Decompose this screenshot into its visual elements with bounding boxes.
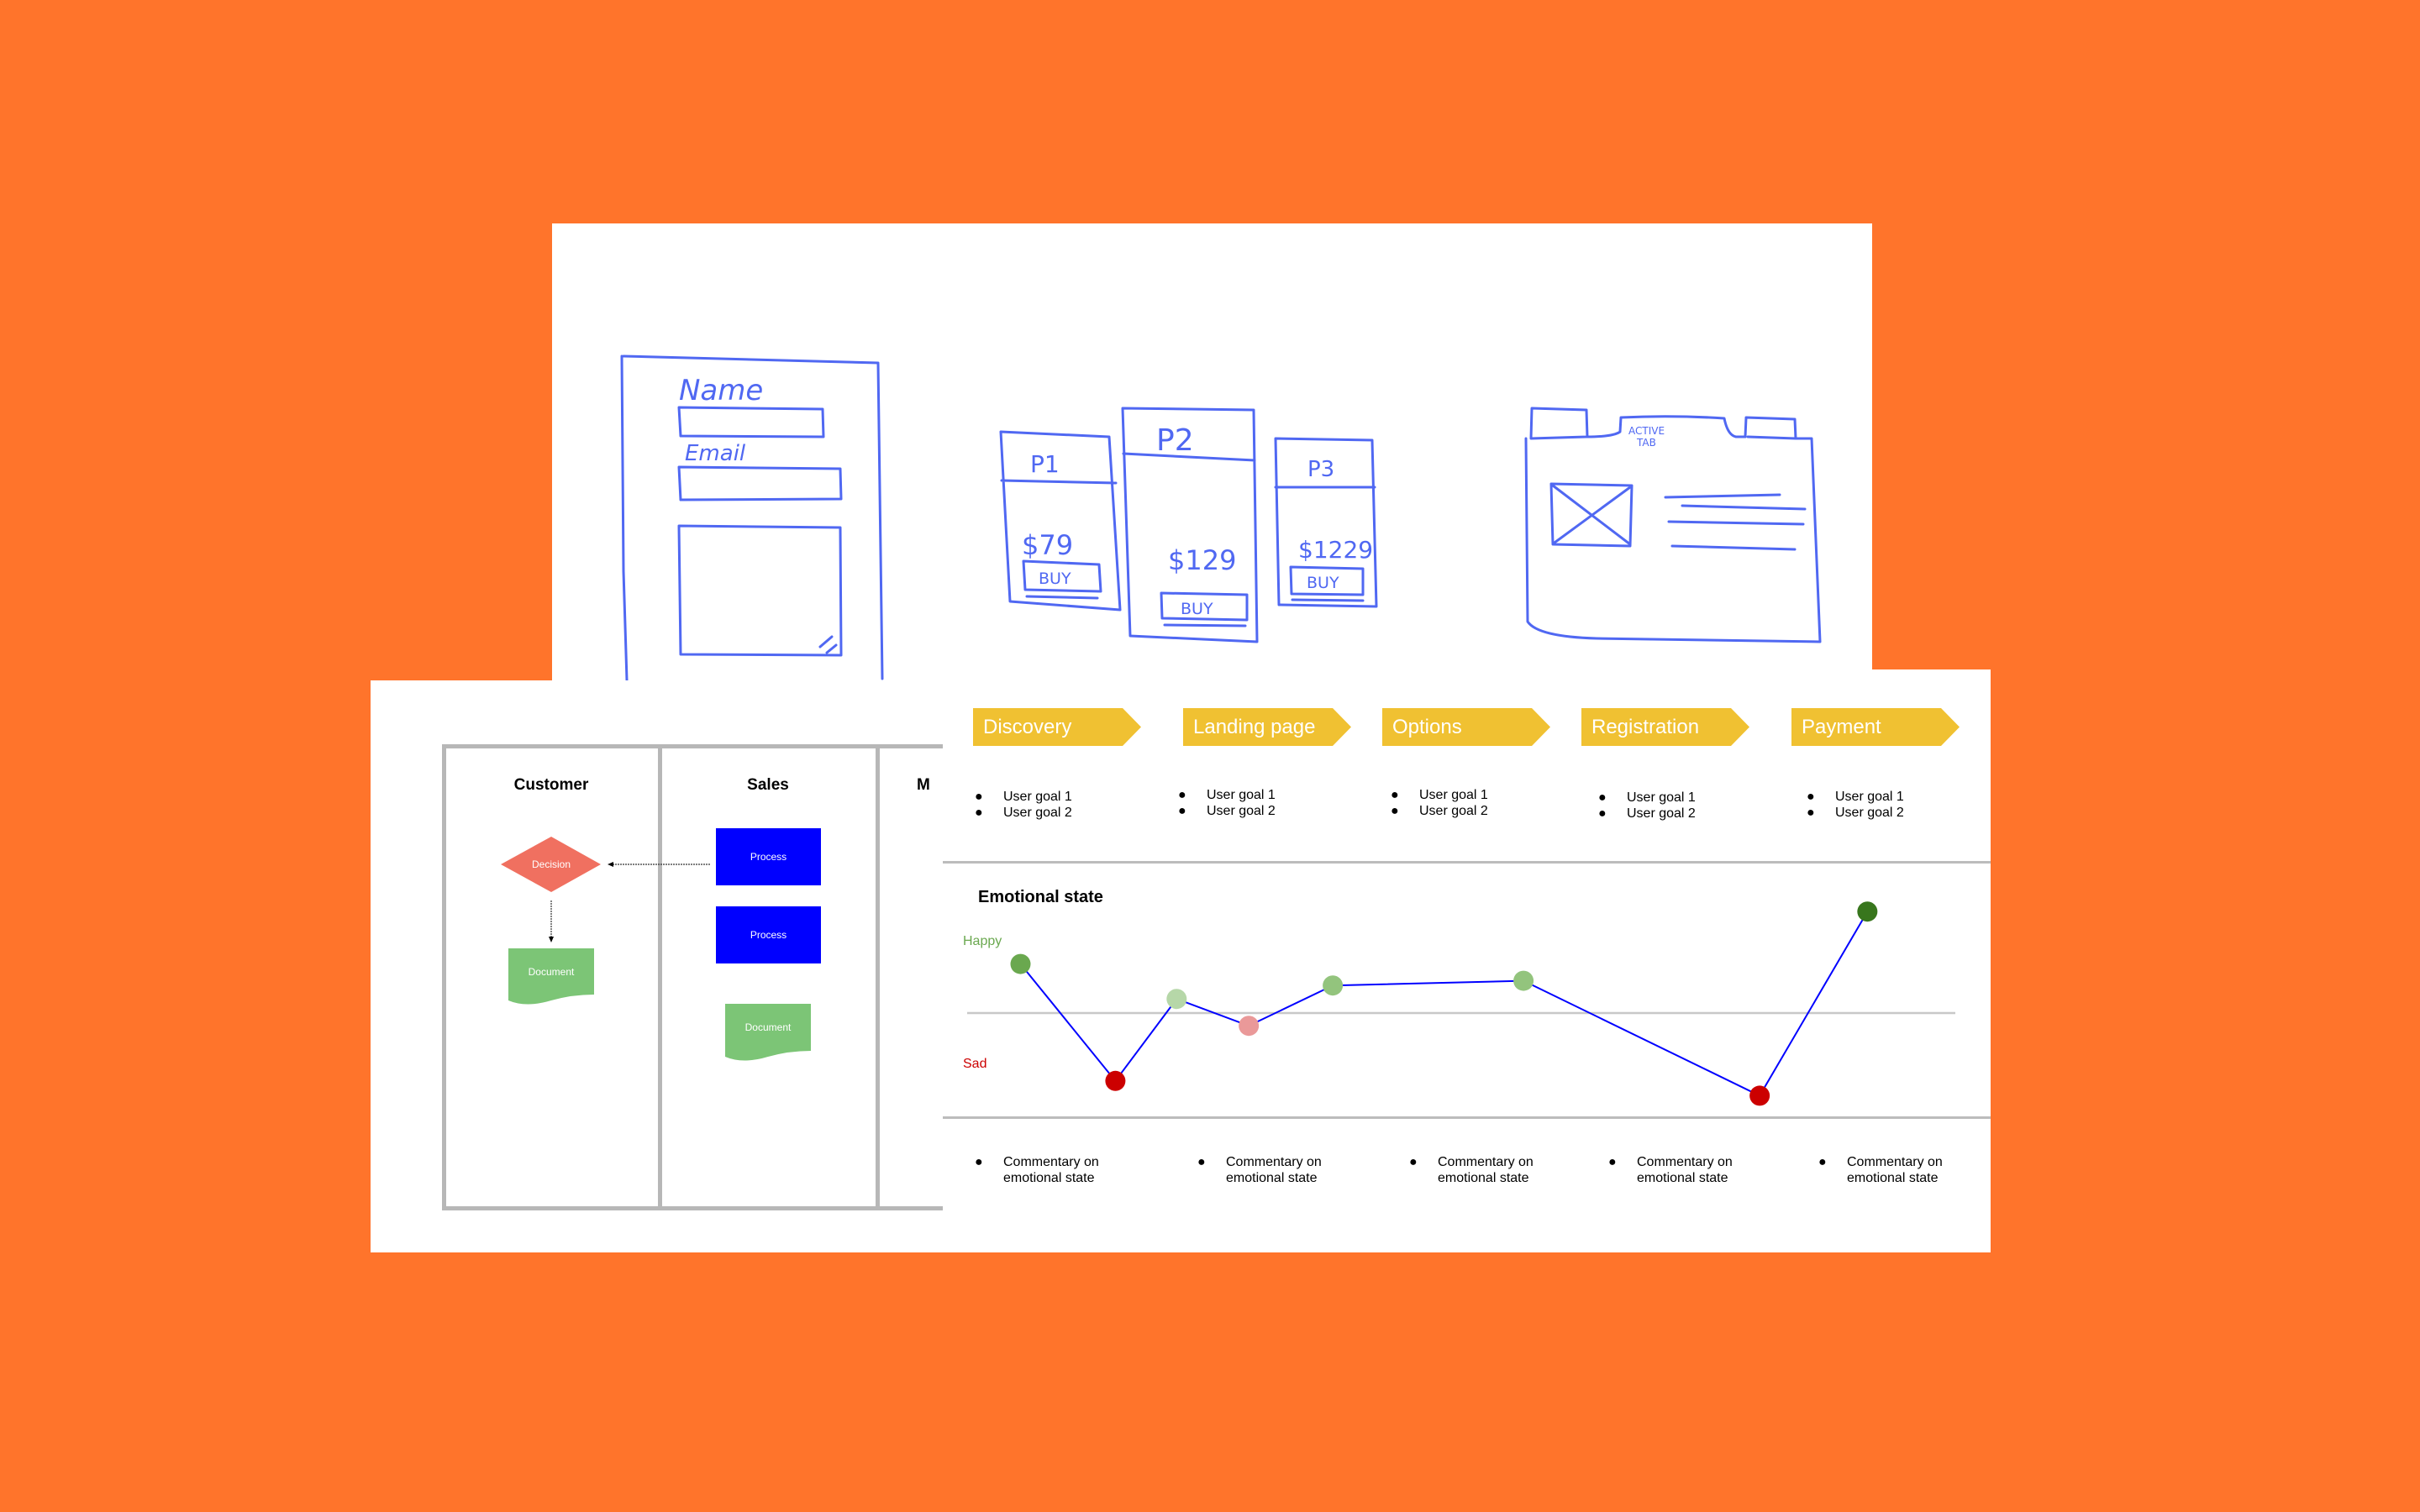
emotion-point (1166, 989, 1187, 1010)
emotion-point (1513, 970, 1534, 991)
lane-title-partial: M (917, 776, 930, 794)
goals-list: ●User goal 1●User goal 2 (1598, 790, 1696, 821)
sketch-active-tab-label: ACTIVE (1628, 425, 1665, 437)
section-divider (943, 861, 1991, 864)
arrowhead-icon (608, 862, 613, 867)
arrowhead-icon (549, 937, 554, 942)
form-sketch: Name Email (620, 354, 884, 682)
document-shape[interactable] (508, 948, 594, 1005)
goal-item: User goal 2 (1003, 806, 1072, 820)
sketch-buy-p1: BUY (1039, 570, 1071, 588)
commentary-item: ●Commentary on emotional state (975, 1154, 1121, 1186)
emotion-chart (967, 901, 1955, 1106)
decision-label: Decision (531, 858, 571, 870)
document-label: Document (528, 966, 575, 978)
happy-label: Happy (963, 934, 1002, 948)
commentary-text: Commentary on emotional state (1003, 1155, 1099, 1185)
swimlane-diagram-card: Customer Sales M Decision Process Proces… (371, 680, 959, 1252)
stage-discovery[interactable]: Discovery (973, 708, 1141, 746)
goal-item: User goal 1 (1835, 790, 1904, 804)
process-box-2[interactable]: Process (716, 906, 821, 963)
goal-item: User goal 2 (1207, 804, 1276, 818)
sketch-price-p1: $79 (1022, 529, 1073, 561)
goals-list: ●User goal 1●User goal 2 (975, 790, 1072, 820)
emotion-point (1105, 1070, 1126, 1091)
wireframe-sketch-card: Name Email P1 P2 P3 $79 $129 (552, 223, 1872, 694)
goal-item: User goal 2 (1419, 804, 1488, 818)
swimlane-connectors (501, 837, 811, 1061)
emotion-point (1749, 1085, 1770, 1106)
section-divider (943, 1116, 1991, 1119)
goals-list: ●User goal 1●User goal 2 (1391, 788, 1488, 818)
goal-item: User goal 1 (1419, 788, 1488, 802)
emotion-point (1857, 901, 1878, 922)
sketch-name-label: Name (679, 374, 763, 407)
stage-landing-page[interactable]: Landing page (1183, 708, 1351, 746)
emotion-line (1019, 911, 1869, 1097)
lane-title-customer: Customer (513, 776, 589, 794)
commentary-item: ●Commentary on emotional state (1608, 1154, 1754, 1186)
commentary-text: Commentary on emotional state (1226, 1155, 1322, 1185)
commentary-text: Commentary on emotional state (1637, 1155, 1733, 1185)
emotion-point (1323, 975, 1344, 996)
process-box-1[interactable]: Process (716, 828, 821, 885)
goal-item: User goal 1 (1003, 790, 1072, 804)
lane-divider (876, 744, 880, 1210)
commentary-item: ●Commentary on emotional state (1409, 1154, 1555, 1186)
goal-item: User goal 1 (1207, 788, 1276, 802)
sad-label: Sad (963, 1057, 987, 1071)
emotion-point (1239, 1016, 1260, 1037)
stage-registration[interactable]: Registration (1581, 708, 1749, 746)
commentary-item: ●Commentary on emotional state (1197, 1154, 1344, 1186)
document-label: Document (744, 1021, 792, 1033)
commentary-item: ●Commentary on emotional state (1818, 1154, 1965, 1186)
sketch-plan-p1: P1 (1030, 450, 1060, 478)
goals-list: ●User goal 1●User goal 2 (1178, 788, 1276, 818)
goal-item: User goal 1 (1627, 790, 1696, 805)
customer-journey-card: Discovery Landing page Options Registrat… (943, 669, 1991, 1252)
stage-options[interactable]: Options (1382, 708, 1550, 746)
goals-list: ●User goal 1●User goal 2 (1807, 790, 1904, 820)
stage-payment[interactable]: Payment (1791, 708, 1960, 746)
sketch-buy-p2: BUY (1181, 600, 1213, 618)
sketch-plan-p3: P3 (1307, 457, 1334, 482)
wireframe-sketches: Name Email P1 P2 P3 $79 $129 (620, 354, 1822, 682)
emotion-point (1010, 953, 1031, 974)
commentary-text: Commentary on emotional state (1847, 1155, 1943, 1185)
document-shape[interactable] (725, 1004, 811, 1061)
tabbed-panel-sketch (1524, 407, 1822, 643)
goal-item: User goal 2 (1835, 806, 1904, 820)
swimlane-frame (442, 744, 959, 1210)
decision-shape[interactable] (501, 837, 601, 892)
sketch-active-tab-label-2: TAB (1636, 437, 1656, 449)
lane-title-sales: Sales (747, 776, 789, 794)
sketch-buy-p3: BUY (1307, 574, 1339, 592)
sketch-price-p2: $129 (1168, 544, 1236, 576)
lane-divider (658, 744, 662, 1210)
sketch-plan-p2: P2 (1156, 423, 1194, 458)
chart-title: Emotional state (978, 888, 1103, 906)
sketch-email-label: Email (685, 441, 746, 466)
sketch-price-p3: $1229 (1298, 536, 1373, 564)
commentary-text: Commentary on emotional state (1438, 1155, 1534, 1185)
pricing-sketch (999, 407, 1378, 643)
goal-item: User goal 2 (1627, 806, 1696, 821)
